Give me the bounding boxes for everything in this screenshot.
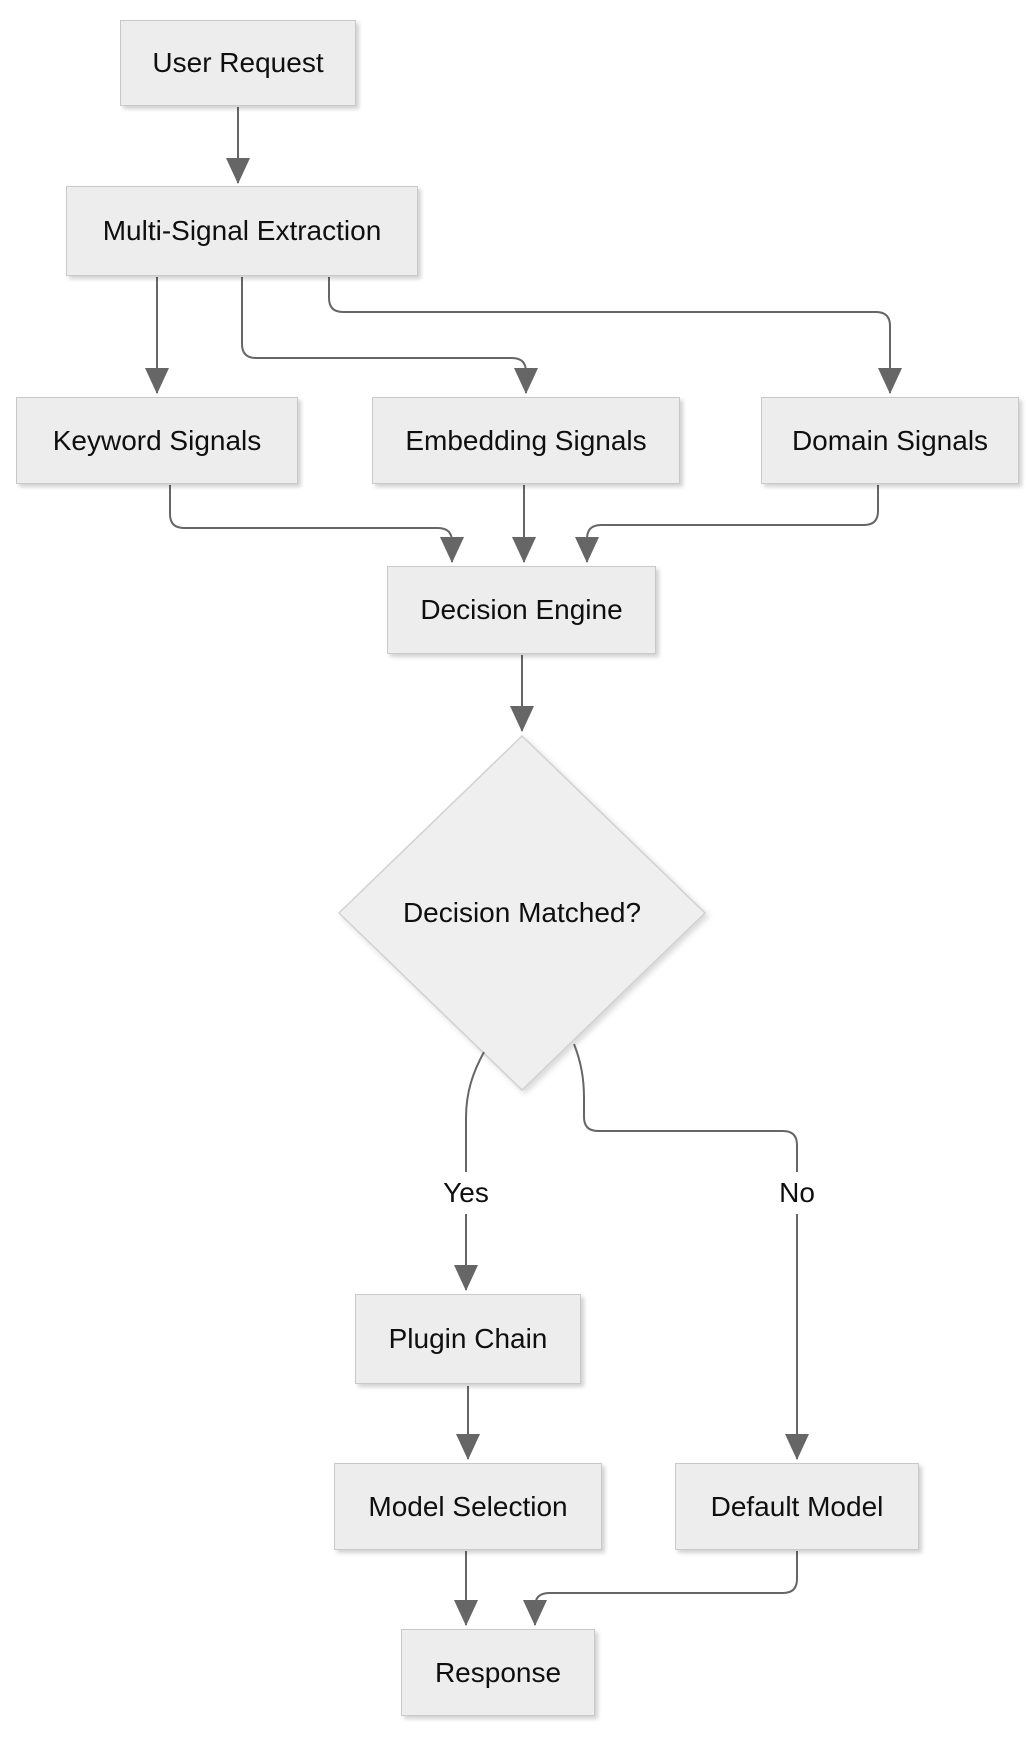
node-embedding-signals-label: Embedding Signals xyxy=(405,424,647,456)
node-plugin-chain: Plugin Chain xyxy=(355,1294,581,1384)
decision-diamond-shape xyxy=(337,734,707,1092)
branch-label-no: No xyxy=(762,1176,832,1210)
node-keyword-signals-label: Keyword Signals xyxy=(52,424,262,456)
node-multi-signal-extraction: Multi-Signal Extraction xyxy=(66,186,418,276)
edge-domain-to-decision-engine xyxy=(575,485,879,563)
node-decision-matched-label: Decision Matched? xyxy=(402,897,642,928)
node-domain-signals-label: Domain Signals xyxy=(791,424,989,456)
node-user-request: User Request xyxy=(120,20,356,106)
node-model-selection-label: Model Selection xyxy=(368,1490,568,1522)
node-keyword-signals: Keyword Signals xyxy=(16,397,298,484)
edge-multi-signal-to-domain xyxy=(328,277,902,394)
edge-diamond-to-yes-label xyxy=(465,1051,485,1172)
edge-keyword-to-decision-engine xyxy=(169,485,464,563)
node-model-selection: Model Selection xyxy=(334,1463,602,1550)
node-decision-matched: Decision Matched? xyxy=(392,897,652,929)
node-decision-engine-label: Decision Engine xyxy=(420,594,623,626)
node-domain-signals: Domain Signals xyxy=(761,397,1019,484)
node-default-model: Default Model xyxy=(675,1463,919,1550)
node-default-model-label: Default Model xyxy=(710,1490,884,1522)
node-decision-engine: Decision Engine xyxy=(387,566,656,654)
node-user-request-label: User Request xyxy=(152,47,324,79)
node-response-label: Response xyxy=(434,1656,562,1688)
edge-multi-signal-to-embedding xyxy=(241,277,538,394)
node-multi-signal-extraction-label: Multi-Signal Extraction xyxy=(102,215,382,247)
edge-diamond-to-no-label xyxy=(573,1043,798,1172)
node-embedding-signals: Embedding Signals xyxy=(372,397,680,484)
node-response: Response xyxy=(401,1629,595,1716)
branch-label-yes: Yes xyxy=(431,1176,501,1210)
node-plugin-chain-label: Plugin Chain xyxy=(388,1323,548,1355)
edge-default-model-to-response xyxy=(523,1551,798,1626)
